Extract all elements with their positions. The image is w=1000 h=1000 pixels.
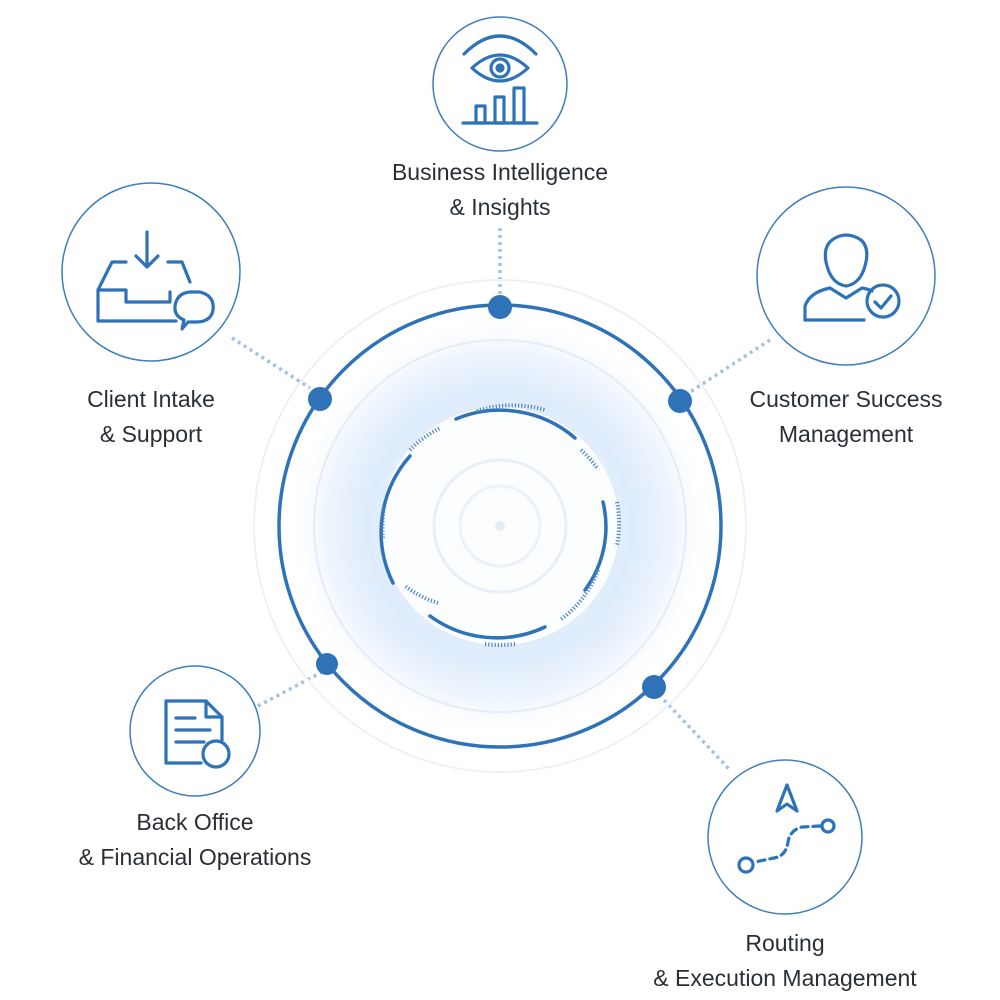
label-line-2: & Financial Operations	[78, 844, 312, 870]
label-back-office: Back Office & Financial Operations	[45, 805, 345, 875]
node-business-intelligence[interactable]	[426, 10, 574, 158]
connector-customer-success	[689, 338, 771, 394]
label-line-1: Client Intake	[87, 386, 215, 412]
inbox-chat-icon	[96, 230, 215, 331]
node-customer-success[interactable]	[756, 186, 936, 366]
label-line-1: Back Office	[136, 809, 254, 835]
central-hub	[253, 279, 747, 773]
document-icon	[164, 699, 231, 769]
node-client-intake[interactable]	[61, 182, 241, 362]
route-icon	[737, 783, 836, 874]
connector-client-intake	[231, 336, 311, 390]
ring-dot-left	[308, 387, 332, 411]
user-check-icon	[803, 233, 901, 322]
label-line-2: & Execution Management	[653, 965, 917, 991]
ring-dot-lower-left	[316, 653, 338, 675]
label-customer-success: Customer Success Management	[710, 382, 982, 452]
label-line-2: Management	[778, 421, 914, 447]
node-back-office[interactable]	[129, 665, 261, 797]
eye-chart-icon	[461, 34, 539, 125]
ring-dot-right	[668, 389, 692, 413]
label-client-intake: Client Intake & Support	[30, 382, 272, 452]
hub-inner-arcs	[379, 408, 608, 640]
connector-lines	[231, 228, 771, 772]
label-line-1: Routing	[745, 930, 825, 956]
label-business-intelligence: Business Intelligence & Insights	[340, 155, 660, 225]
label-line-2: & Insights	[449, 194, 551, 220]
label-routing: Routing & Execution Management	[610, 926, 960, 996]
label-line-1: Business Intelligence	[391, 159, 609, 185]
label-line-1: Customer Success	[749, 386, 943, 412]
ring-dot-lower-right	[642, 675, 666, 699]
connector-routing	[662, 698, 732, 772]
connector-back-office	[257, 670, 323, 708]
hub-tick-arcs	[380, 403, 621, 647]
label-line-2: & Support	[99, 421, 203, 447]
hub-ring-dots	[308, 295, 692, 699]
node-routing[interactable]	[707, 759, 863, 915]
ring-dot-top	[488, 295, 512, 319]
